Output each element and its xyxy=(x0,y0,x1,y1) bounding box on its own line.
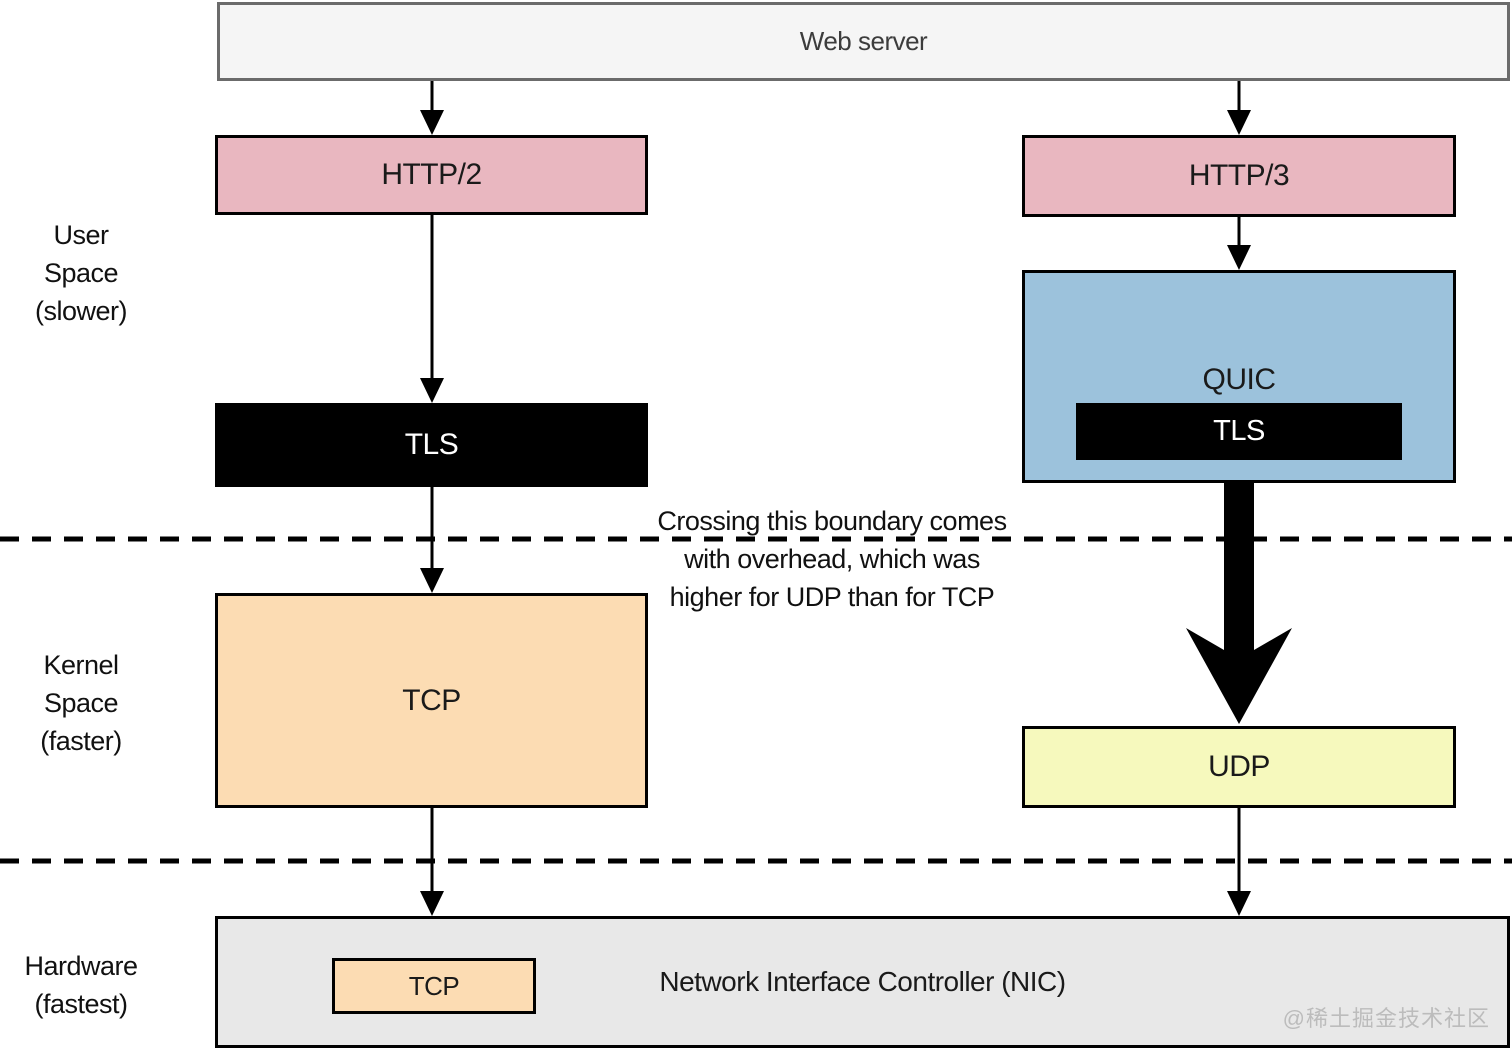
web-server-box: Web server xyxy=(217,2,1510,81)
web-server-label: Web server xyxy=(799,26,928,56)
arrow-tls-to-tcp xyxy=(420,487,444,593)
thick-arrow-quic-to-udp xyxy=(1186,483,1292,724)
boundary-overhead-annotation: Crossing this boundary comes with overhe… xyxy=(657,506,1007,612)
quic-tls-label: TLS xyxy=(1213,415,1265,447)
tcp-box-in-nic: TCP xyxy=(332,958,536,1014)
tcp-box: TCP xyxy=(215,593,648,808)
http2-label: HTTP/2 xyxy=(381,158,482,191)
tls-box-inside-quic: TLS xyxy=(1076,403,1402,460)
arrow-webserver-to-http3 xyxy=(1227,81,1251,135)
watermark-text: @稀土掘金技术社区 xyxy=(1282,1006,1490,1031)
arrow-udp-to-nic xyxy=(1227,808,1251,916)
tls-box-left: TLS xyxy=(215,403,648,487)
user-space-zone-label: User Space (slower) xyxy=(34,220,128,326)
http2-box: HTTP/2 xyxy=(215,135,648,215)
arrow-http2-to-tls xyxy=(420,215,444,403)
udp-box: UDP xyxy=(1022,726,1456,808)
arrow-http3-to-quic xyxy=(1227,217,1251,270)
http3-label: HTTP/3 xyxy=(1188,159,1290,192)
nic-label: Network Interface Controller (NIC) xyxy=(659,966,1066,997)
tls-left-label: TLS xyxy=(404,428,459,461)
kernel-space-zone-label: Kernel Space (faster) xyxy=(40,650,122,756)
nic-tcp-label: TCP xyxy=(408,970,460,1001)
http3-box: HTTP/3 xyxy=(1022,135,1456,217)
quic-box: QUIC TLS xyxy=(1022,270,1456,483)
hardware-zone-label: Hardware (fastest) xyxy=(24,951,138,1019)
nic-box: TCP Network Interface Controller (NIC) xyxy=(215,916,1510,1048)
quic-label: QUIC xyxy=(1202,363,1277,396)
arrow-tcp-to-nic xyxy=(420,808,444,916)
udp-label: UDP xyxy=(1208,750,1270,783)
arrow-webserver-to-http2 xyxy=(420,81,444,135)
tcp-label: TCP xyxy=(402,683,461,717)
